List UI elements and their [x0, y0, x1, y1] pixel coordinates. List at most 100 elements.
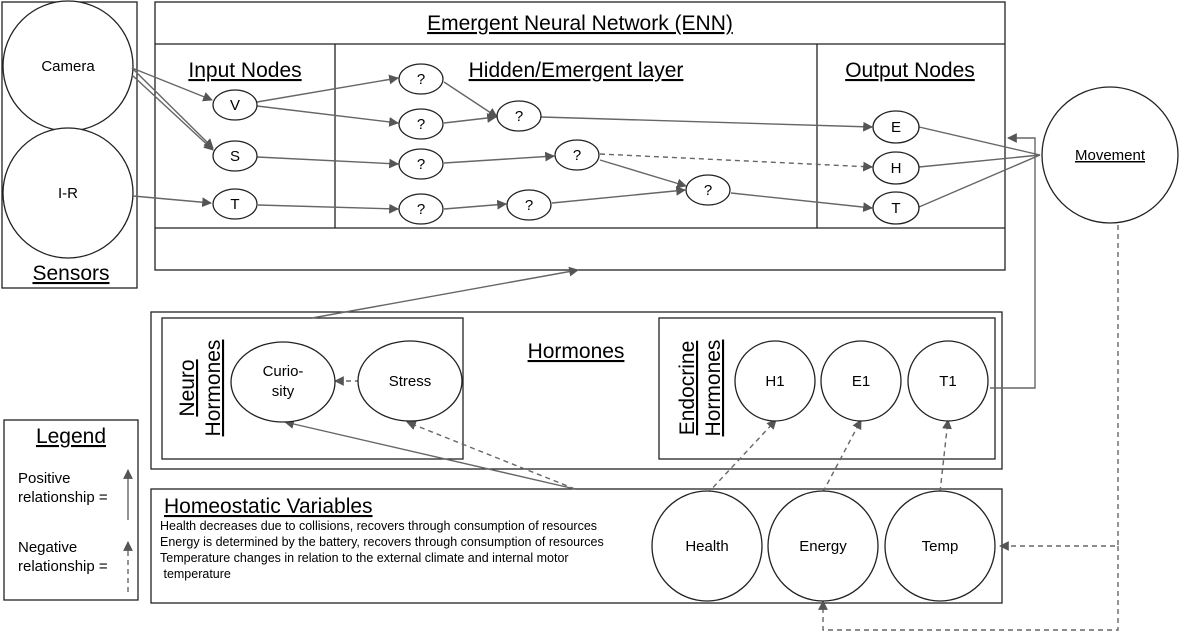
h1-node — [734, 340, 816, 422]
homeostatic-line-1: Health decreases due to collisions, reco… — [160, 519, 597, 533]
health-node — [651, 490, 763, 602]
homeostatic-line-2: Energy is determined by the battery, rec… — [160, 535, 604, 549]
edge-temp-t1 — [939, 419, 952, 493]
h1-label: H1 — [765, 373, 784, 390]
output-node-h — [872, 151, 920, 185]
enn-box — [154, 1, 1006, 271]
edge-h6-h — [599, 153, 873, 172]
input-node-v — [212, 89, 258, 121]
legend-title: Legend — [36, 425, 106, 448]
edge-e-move — [918, 126, 1041, 156]
edge-h4-h7 — [443, 199, 507, 210]
edge-camera-s2 — [131, 74, 214, 151]
edge-health-h1 — [706, 419, 777, 495]
neuro-title-line1: Neuro — [176, 359, 199, 416]
hidden-node-3 — [398, 148, 444, 180]
homeostatic-line-3: Temperature changes in relation to the e… — [160, 551, 569, 565]
hidden-nodes: ? ? ? ? ? ? ? ? — [398, 63, 731, 225]
hidden-node-8 — [685, 174, 731, 206]
output-node-e — [872, 110, 920, 144]
hormones-title: Hormones — [528, 340, 625, 363]
hidden-node-8-label: ? — [704, 182, 712, 199]
energy-label: Energy — [799, 538, 847, 555]
input-node-v-label: V — [230, 97, 240, 114]
edge-v-h2 — [256, 105, 399, 127]
edge-h7-h8 — [551, 185, 686, 204]
temp-node — [884, 490, 996, 602]
edge-h8-t — [730, 192, 873, 212]
hidden-node-7-label: ? — [525, 197, 533, 214]
hidden-node-7 — [506, 189, 552, 221]
hidden-layer-title: Hidden/Emergent layer — [469, 59, 684, 82]
legend-positive-line2: relationship = — [18, 489, 108, 506]
input-node-t-label: T — [230, 196, 239, 213]
curiosity-label-line1: Curio- — [263, 363, 304, 380]
edge-homeo-stress — [406, 420, 576, 490]
camera-label: Camera — [41, 58, 95, 75]
t1-node — [907, 340, 989, 422]
hormones-box — [150, 311, 1003, 470]
edge-h2-h5 — [443, 113, 497, 124]
neuro-title-line2: Hormones — [202, 340, 225, 437]
edge-h1-h5 — [443, 81, 498, 118]
input-node-s-label: S — [230, 148, 240, 165]
hidden-node-5 — [496, 100, 542, 132]
edge-s-h3 — [256, 156, 399, 169]
input-nodes-title: Input Nodes — [188, 59, 301, 82]
endocrine-title-line2: Hormones — [702, 340, 725, 437]
edge-h-move — [918, 154, 1041, 168]
curiosity-label-line2: sity — [272, 383, 295, 400]
output-node-t-label: T — [891, 200, 900, 217]
temp-label: Temp — [922, 538, 959, 555]
input-node-t — [212, 188, 258, 220]
hidden-node-2-label: ? — [417, 116, 425, 133]
e1-node — [820, 340, 902, 422]
input-node-s — [212, 140, 258, 172]
movement-label: Movement — [1075, 147, 1146, 164]
enn-title: Emergent Neural Network (ENN) — [427, 12, 733, 35]
output-node-e-label: E — [891, 119, 901, 136]
edge-homeo-curiosity — [284, 419, 576, 490]
output-nodes-title: Output Nodes — [845, 59, 975, 82]
energy-node — [767, 490, 879, 602]
hidden-node-4-label: ? — [417, 201, 425, 218]
edge-v-h1 — [256, 74, 399, 103]
homeostatic-title: Homeostatic Variables — [164, 495, 373, 518]
edge-t-h4 — [257, 203, 399, 214]
edge-h3-h6 — [443, 151, 555, 164]
stress-node — [357, 340, 463, 422]
edge-h5-e — [540, 116, 873, 132]
legend-box — [3, 419, 139, 601]
hidden-node-6-label: ? — [573, 147, 581, 164]
homeostatic-line-4: temperature — [160, 567, 231, 581]
e1-label: E1 — [852, 373, 870, 390]
edge-camera-s — [131, 67, 214, 149]
edge-t1-enn — [990, 133, 1036, 389]
hidden-node-1 — [398, 63, 444, 95]
connections — [123, 67, 1119, 631]
movement-node — [1041, 86, 1179, 224]
output-node-h-label: H — [891, 160, 902, 177]
endocrine-title-line1: Endocrine — [676, 341, 699, 436]
health-label: Health — [685, 538, 728, 555]
edge-camera-v — [131, 67, 213, 102]
hidden-node-6 — [554, 139, 600, 171]
stress-label: Stress — [389, 373, 432, 390]
hidden-node-2 — [398, 108, 444, 140]
edge-energy-e1 — [822, 419, 862, 493]
legend-negative-line2: relationship = — [18, 558, 108, 575]
output-nodes: E H T — [872, 110, 920, 225]
edge-h6-h8 — [599, 159, 687, 189]
curiosity-node — [230, 341, 336, 423]
edge-t-move — [918, 154, 1041, 208]
input-nodes: V S T — [212, 89, 258, 220]
edge-move-temp — [999, 225, 1119, 551]
hidden-node-1-label: ? — [417, 71, 425, 88]
legend-negative-line1: Negative — [18, 539, 77, 556]
edge-ir-t — [132, 195, 212, 208]
output-node-t — [872, 191, 920, 225]
ir-label: I-R — [58, 185, 78, 202]
edge-neuro-enn — [311, 266, 579, 319]
hidden-node-4 — [398, 193, 444, 225]
